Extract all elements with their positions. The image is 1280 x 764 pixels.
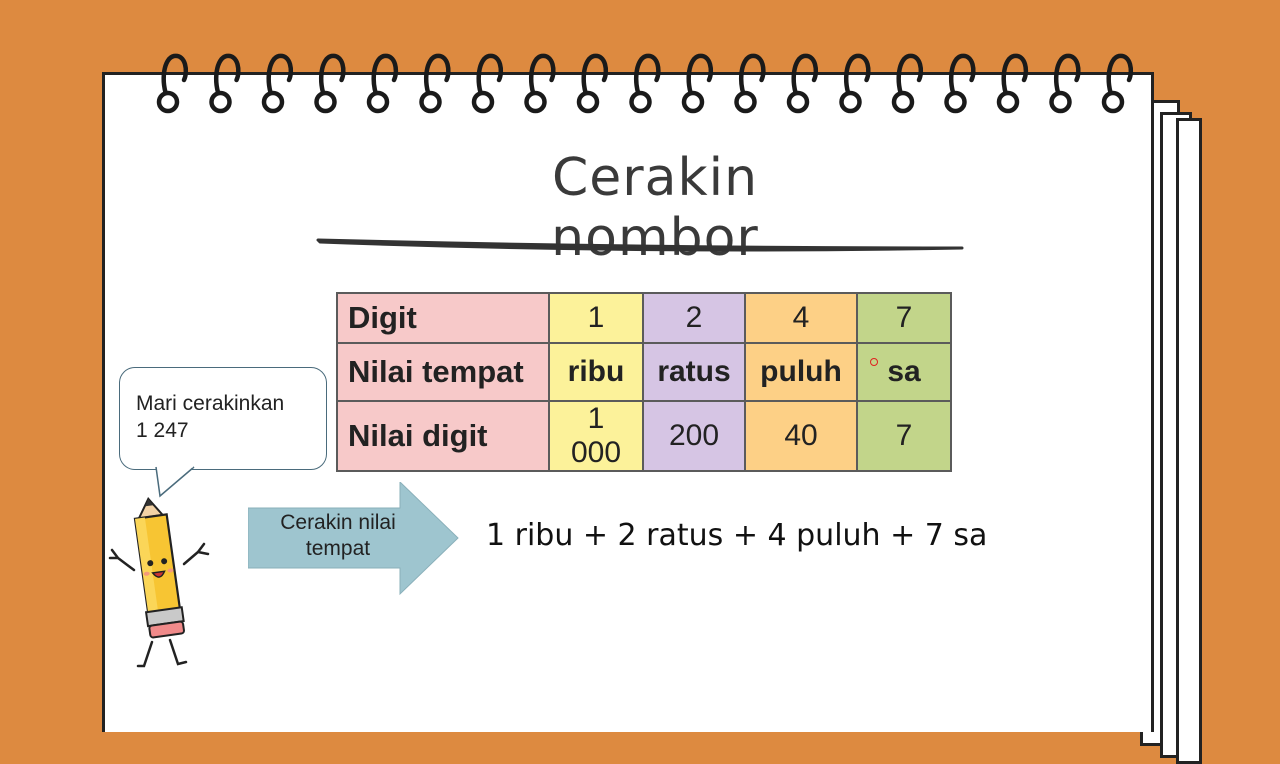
spiral-hole (156, 90, 180, 114)
spiral-hole (891, 90, 915, 114)
spiral-ring (843, 53, 871, 103)
table-row: Digit 1 2 4 7 (336, 292, 952, 344)
page-title: Cerakin nombor (551, 148, 759, 268)
spiral-hole (1101, 90, 1125, 114)
table-cell: ribu (548, 342, 644, 402)
spiral-hole (681, 90, 705, 114)
row-header: Nilai digit (336, 400, 550, 472)
table-cell: sa (856, 342, 952, 402)
spiral-hole (209, 90, 232, 114)
spiral-hole (839, 90, 862, 114)
speech-bubble-line: 1 247 (136, 419, 189, 443)
spiral-hole (944, 90, 967, 114)
arrow-label-line: tempat (305, 537, 371, 561)
spiral-ring (791, 53, 819, 103)
speech-bubble: Mari cerakinkan 1 247 (119, 367, 327, 470)
spiral-ring (423, 53, 451, 103)
spiral-ring (318, 53, 346, 103)
spiral-hole (734, 90, 757, 114)
table-cell: 4 (744, 292, 858, 344)
spiral-hole (471, 90, 495, 114)
table-row: Nilai digit 1 000 200 40 7 (336, 400, 952, 472)
spiral-hole (366, 90, 390, 114)
table-cell: 1 000 (548, 400, 644, 472)
spiral-hole (1049, 90, 1072, 114)
spiral-ring (266, 53, 294, 103)
expanded-form: 1 ribu + 2 ratus + 4 puluh + 7 sa (486, 518, 988, 553)
spiral-hole (786, 90, 810, 114)
table-cell: ratus (642, 342, 746, 402)
spiral-ring (161, 53, 189, 103)
table-cell: puluh (744, 342, 858, 402)
cursor-pointer-icon (870, 358, 878, 366)
table-cell: 7 (856, 400, 952, 472)
speech-bubble-line: Mari cerakinkan (136, 392, 285, 415)
arrow-label: Cerakin nilai tempat (256, 510, 420, 563)
table-cell: 7 (856, 292, 952, 344)
spiral-hole (524, 90, 547, 114)
arrow-label-line: Cerakin nilai (280, 511, 396, 534)
title-underline (316, 238, 964, 252)
table-cell: 200 (642, 400, 746, 472)
row-header: Nilai tempat (336, 342, 550, 402)
spiral-ring (581, 53, 609, 103)
spiral-ring (1001, 53, 1029, 103)
spiral-ring (476, 53, 504, 103)
speech-bubble-tail (155, 466, 195, 498)
spiral-hole (576, 90, 600, 114)
spiral-hole (419, 90, 442, 114)
spiral-ring (528, 53, 556, 103)
spiral-ring (896, 53, 924, 103)
spiral-ring (948, 53, 976, 103)
place-value-table: Digit 1 2 4 7 Nilai tempat ribu ratus pu… (336, 292, 952, 472)
table-cell: 40 (744, 400, 858, 472)
spiral-ring (633, 53, 661, 103)
right-arrow-icon (248, 482, 459, 596)
spiral-hole (629, 90, 652, 114)
slide: Cerakin nombor Digit 1 2 4 7 Nilai tempa… (102, 53, 1202, 764)
spiral-ring (213, 53, 241, 103)
spiral-hole (996, 90, 1020, 114)
notebook-back-page (1176, 118, 1202, 764)
table-row: Nilai tempat ribu ratus puluh sa (336, 342, 952, 402)
spiral-binding-icon (156, 53, 1134, 114)
spiral-ring (1106, 53, 1134, 103)
spiral-ring (1053, 53, 1081, 103)
spiral-ring (738, 53, 766, 103)
pencil-mascot-icon (108, 497, 210, 668)
spiral-hole (314, 90, 337, 114)
table-cell: 2 (642, 292, 746, 344)
row-header: Digit (336, 292, 550, 344)
spiral-ring (371, 53, 399, 103)
spiral-hole (261, 90, 285, 114)
spiral-ring (686, 53, 714, 103)
table-cell: 1 (548, 292, 644, 344)
